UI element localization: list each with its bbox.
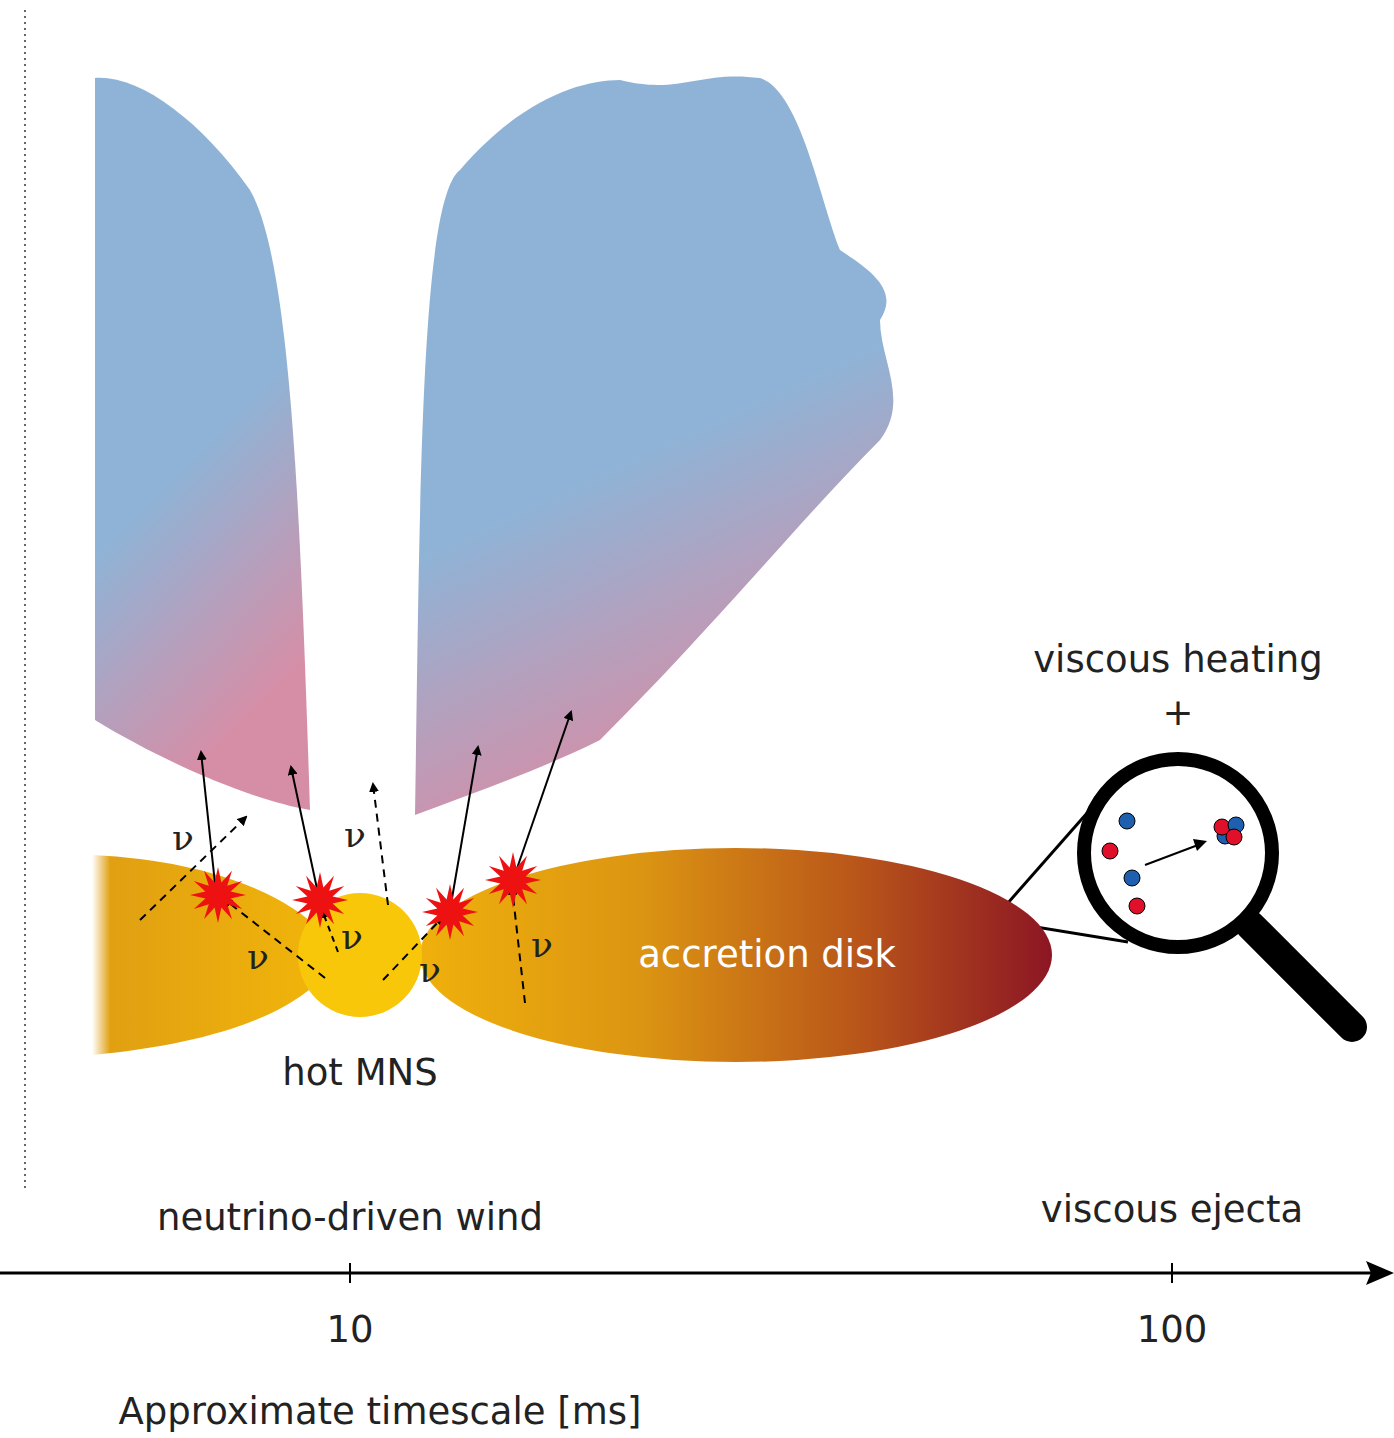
- text-label: accretion disk: [638, 935, 896, 976]
- ejecta-plume: [415, 76, 893, 815]
- text-label: 100: [1137, 1310, 1208, 1351]
- text-label: Approximate timescale [ms]: [119, 1392, 642, 1433]
- disk-lobe: [92, 855, 320, 1055]
- neutrino-arrows: [140, 712, 571, 1003]
- star-burst: [422, 884, 478, 940]
- star-burst: [485, 852, 541, 908]
- interaction-stars: [190, 852, 541, 940]
- text-label: 10: [326, 1310, 373, 1351]
- neutrino-symbol: ν: [172, 818, 194, 858]
- text-label: viscous ejecta: [1041, 1190, 1303, 1231]
- accretion-disk: accretion disk: [420, 848, 1052, 1062]
- magnifier: [993, 759, 1352, 1027]
- neutrino-symbol: ν: [247, 937, 269, 977]
- neutrino-symbol: ν: [344, 815, 366, 855]
- text-label: +: [1162, 693, 1193, 734]
- neutrino-symbol: ν: [531, 925, 553, 965]
- text-label: viscous heating: [1033, 640, 1323, 681]
- dotted-line: [24, 10, 26, 1190]
- text-label: hot MNS: [282, 1053, 437, 1094]
- text-label: neutrino-driven wind: [157, 1198, 543, 1239]
- ejecta-plume: [95, 78, 310, 810]
- neutrino-symbol: ν: [419, 950, 441, 990]
- fade: [90, 70, 120, 730]
- star-burst: [190, 867, 246, 923]
- neutrino-symbol: ν: [341, 917, 363, 957]
- star-burst: [292, 872, 348, 928]
- time-axis: [0, 1261, 1394, 1285]
